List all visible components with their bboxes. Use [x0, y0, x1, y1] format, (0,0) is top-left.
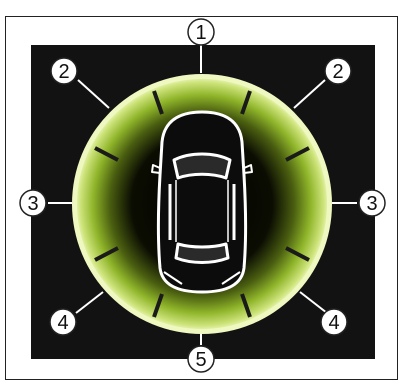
- svg-text:2: 2: [332, 61, 343, 83]
- svg-text:1: 1: [195, 22, 206, 44]
- svg-text:4: 4: [57, 312, 68, 334]
- callout-left: 3: [20, 190, 46, 216]
- svg-text:2: 2: [58, 61, 69, 83]
- svg-text:4: 4: [328, 312, 339, 334]
- callout-rear-left: 4: [50, 309, 76, 335]
- callout-front-right: 2: [325, 58, 351, 84]
- car-top-view-icon: [152, 112, 252, 292]
- svg-text:3: 3: [366, 193, 377, 215]
- svg-text:3: 3: [27, 193, 38, 215]
- callout-rear: 5: [188, 346, 214, 372]
- callout-front: 1: [188, 19, 214, 45]
- callout-right: 3: [359, 190, 385, 216]
- callout-front-left: 2: [51, 58, 77, 84]
- svg-text:5: 5: [195, 349, 206, 371]
- callout-rear-right: 4: [321, 309, 347, 335]
